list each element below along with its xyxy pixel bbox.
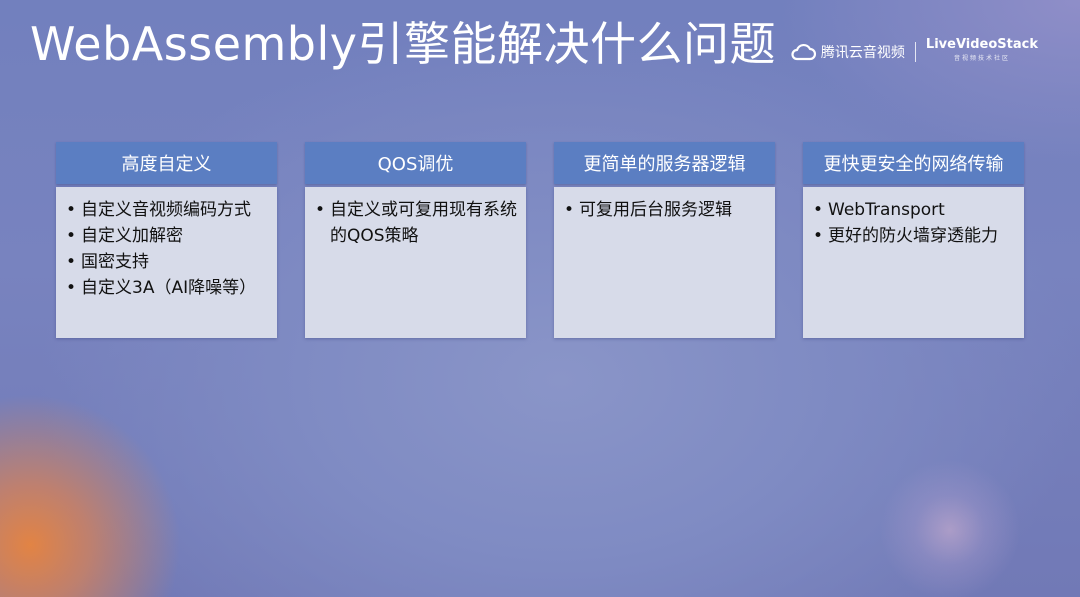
card-qos: QOS调优 自定义或可复用现有系统的QOS策略 bbox=[305, 142, 526, 338]
brand-bar: 腾讯云音视频 LiveVideoStack 音视频技术社区 bbox=[790, 38, 1038, 66]
list-item: 自定义或可复用现有系统的QOS策略 bbox=[315, 197, 518, 249]
list-item: 更好的防火墙穿透能力 bbox=[813, 223, 1016, 249]
list-item: 自定义加解密 bbox=[66, 223, 269, 249]
bullet-list: WebTransport 更好的防火墙穿透能力 bbox=[813, 197, 1016, 249]
card-header: 更简单的服务器逻辑 bbox=[554, 142, 775, 184]
card-body: WebTransport 更好的防火墙穿透能力 bbox=[803, 187, 1024, 338]
bullet-list: 自定义或可复用现有系统的QOS策略 bbox=[315, 197, 518, 249]
card-body: 可复用后台服务逻辑 bbox=[554, 187, 775, 338]
bullet-list: 可复用后台服务逻辑 bbox=[564, 197, 767, 223]
partner-logo: LiveVideoStack 音视频技术社区 bbox=[926, 38, 1038, 66]
list-item: 国密支持 bbox=[66, 249, 269, 275]
bullet-list: 自定义音视频编码方式 自定义加解密 国密支持 自定义3A（AI降噪等） bbox=[66, 197, 269, 301]
list-item: 自定义音视频编码方式 bbox=[66, 197, 269, 223]
card-network: 更快更安全的网络传输 WebTransport 更好的防火墙穿透能力 bbox=[803, 142, 1024, 338]
card-customization: 高度自定义 自定义音视频编码方式 自定义加解密 国密支持 自定义3A（AI降噪等… bbox=[56, 142, 277, 338]
list-item: 可复用后台服务逻辑 bbox=[564, 197, 767, 223]
card-header: 更快更安全的网络传输 bbox=[803, 142, 1024, 184]
list-item: 自定义3A（AI降噪等） bbox=[66, 275, 269, 301]
brand-divider bbox=[914, 42, 916, 62]
card-body: 自定义音视频编码方式 自定义加解密 国密支持 自定义3A（AI降噪等） bbox=[56, 187, 277, 338]
partner-tagline: 音视频技术社区 bbox=[953, 55, 1010, 62]
brand-name: 腾讯云音视频 bbox=[820, 45, 905, 61]
card-body: 自定义或可复用现有系统的QOS策略 bbox=[305, 187, 526, 338]
cloud-icon bbox=[791, 43, 816, 61]
card-header: QOS调优 bbox=[305, 142, 526, 184]
card-header: 高度自定义 bbox=[56, 142, 277, 184]
list-item: WebTransport bbox=[813, 197, 1016, 223]
card-server-logic: 更简单的服务器逻辑 可复用后台服务逻辑 bbox=[554, 142, 775, 338]
partner-name: LiveVideoStack bbox=[925, 37, 1038, 52]
slide-title: WebAssembly引擎能解决什么问题 bbox=[30, 17, 776, 71]
